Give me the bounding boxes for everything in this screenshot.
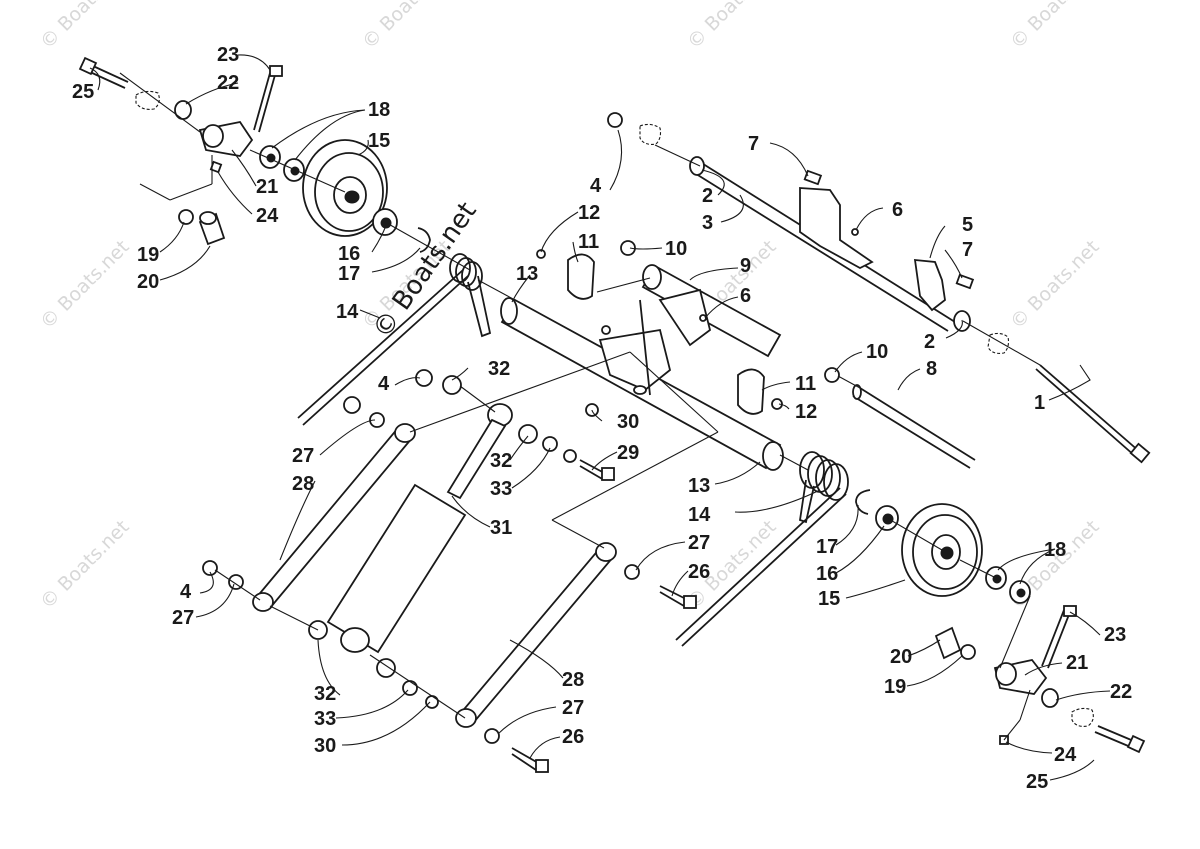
part-right-spring [675,451,849,647]
watermark-text: © Boats.net [358,0,456,54]
callout-25: 25 [1026,771,1048,793]
callout-6: 6 [892,199,903,221]
watermark-text: © Boats.net [683,0,781,54]
watermark-text: © Boats.net [36,236,134,334]
callout-6: 6 [740,285,751,307]
callout-27: 27 [292,445,314,467]
callout-33: 33 [314,708,336,730]
watermark-text: © Boats.net [36,0,134,54]
callout-10: 10 [665,238,687,260]
callout-20: 20 [137,271,159,293]
callout-14: 14 [336,301,359,323]
callout-24: 24 [1054,744,1077,766]
callout-21: 21 [1066,652,1088,674]
part-left-spring [297,253,492,426]
watermark-text: © Boats.net [1006,0,1104,54]
parts-linework: © Boats.net [78,56,1151,773]
callout-11: 11 [578,231,599,253]
callout-2: 2 [702,185,713,207]
callout-28: 28 [292,473,314,495]
callout-33: 33 [490,478,512,500]
callout-7: 7 [748,133,759,155]
callout-24: 24 [256,205,279,227]
part-misc-hardware [601,228,859,335]
callout-26: 26 [562,726,584,748]
part-left-endcap [78,56,283,246]
callout-26: 26 [688,561,710,583]
callout-13: 13 [688,475,710,497]
callout-14: 14 [688,504,711,526]
callout-1: 1 [1034,392,1045,414]
callout-22: 22 [1110,681,1132,703]
callout-25: 25 [72,81,94,103]
callout-32: 32 [490,450,512,472]
callout-30: 30 [314,735,336,757]
part-right-wheel [855,489,1031,604]
part-right-link [455,542,697,773]
callout-30: 30 [617,411,639,433]
callout-16: 16 [816,563,838,585]
callout-19: 19 [137,244,159,266]
part-left-wheel [259,139,431,253]
callout-3: 3 [702,212,713,234]
callout-4: 4 [590,175,602,197]
callout-22: 22 [217,72,239,94]
part-stoppers [536,249,783,415]
callout-9: 9 [740,255,751,277]
part-main-axle [500,288,784,471]
callout-19: 19 [884,676,906,698]
callout-32: 32 [488,358,510,380]
watermark-text: © Boats.net [1006,236,1104,334]
part-assembly-lines [119,72,1041,741]
callout-leaders [89,54,1111,781]
callout-7: 7 [962,239,973,261]
callout-15: 15 [818,588,840,610]
callout-28: 28 [562,669,584,691]
part-shock [308,369,615,709]
callout-11: 11 [795,373,816,395]
callout-4: 4 [180,581,192,603]
callout-18: 18 [1044,539,1066,561]
callout-21: 21 [256,176,278,198]
callout-29: 29 [617,442,639,464]
callout-5: 5 [962,214,973,236]
callout-15: 15 [368,130,390,152]
callout-27: 27 [562,697,584,719]
part-upper-shaft [607,112,1010,354]
callout-27: 27 [688,532,710,554]
callout-31: 31 [490,517,512,539]
callout-17: 17 [816,536,838,558]
callout-20: 20 [890,646,912,668]
callout-labels: 1 2 2 3 4 4 4 5 6 6 7 7 8 9 10 10 11 11 … [72,44,1132,793]
callout-16: 16 [338,243,360,265]
callout-27: 27 [172,607,194,629]
callout-12: 12 [795,401,817,423]
callout-4: 4 [378,373,390,395]
callout-23: 23 [217,44,239,66]
callout-17: 17 [338,263,360,285]
part-long-rod [852,384,976,469]
watermark-text: © Boats.net [36,516,134,614]
callout-23: 23 [1104,624,1126,646]
callout-18: 18 [368,99,390,121]
callout-8: 8 [926,358,937,380]
callout-13: 13 [516,263,538,285]
part-bolt-long [1035,364,1151,464]
callout-2: 2 [924,331,935,353]
part-left-link [202,396,416,612]
callout-12: 12 [578,202,600,224]
callout-32: 32 [314,683,336,705]
callout-10: 10 [866,341,888,363]
